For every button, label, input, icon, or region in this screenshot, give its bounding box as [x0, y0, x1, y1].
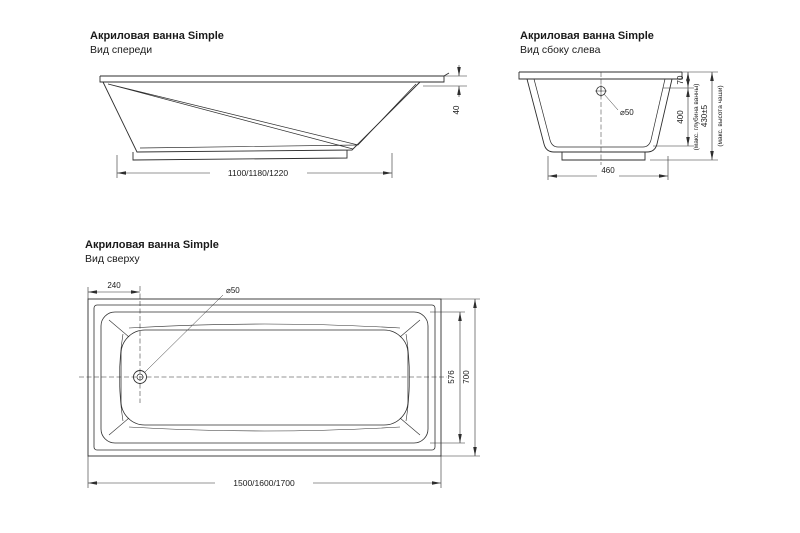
front-view-product-name: Simple — [187, 30, 224, 42]
top-bowl-floor — [120, 329, 409, 426]
side-view-product-name: Simple — [617, 30, 654, 42]
top-bathtub-outline — [87, 298, 442, 457]
side-dimension-lines — [547, 71, 718, 180]
front-inner-bowl — [107, 83, 417, 150]
top-outer-edge — [87, 298, 442, 457]
side-view-title-text: Акриловая ванна — [520, 30, 615, 42]
top-length-dim-label: 1500/1600/1700 — [233, 478, 295, 488]
front-view-title-text: Акриловая ванна — [90, 30, 185, 42]
side-depth-dim-label: 400 — [676, 110, 685, 124]
side-base — [561, 152, 646, 161]
top-bowl-edge — [100, 311, 429, 444]
top-rim-inner-edge — [93, 304, 436, 451]
front-outer-shell — [102, 81, 421, 153]
front-rim — [99, 72, 450, 83]
top-drain-offset-dim-label: 240 — [107, 281, 121, 290]
side-bathtub-outline — [518, 71, 683, 161]
front-length-dim-label: 1100/1180/1220 — [228, 168, 288, 178]
top-view-subtitle: Вид сверху — [85, 253, 140, 265]
side-drain-leader — [603, 93, 619, 111]
side-outer-shell — [526, 78, 673, 153]
side-drain — [595, 72, 619, 165]
front-view-subtitle: Вид спереди — [90, 44, 153, 56]
top-drain-dim-label: ⌀50 — [226, 286, 240, 295]
top-view-product-name: Simple — [182, 239, 219, 251]
top-drain-leader — [144, 294, 224, 373]
top-view-title-text: Акриловая ванна — [85, 239, 180, 251]
side-view-subtitle: Вид сбоку слева — [520, 44, 601, 56]
top-view-drawing: 240 ⌀50 576 700 1500/1600/1700 — [79, 281, 480, 488]
top-drain — [79, 286, 447, 403]
side-view-drawing: ⌀50 460 70 400 (макс. глубина ванны) 430… — [518, 71, 724, 180]
top-inner-width-dim-label: 576 — [447, 370, 456, 384]
top-dimension-lines — [87, 287, 480, 488]
front-dimension-lines — [116, 65, 467, 178]
front-base — [132, 150, 348, 161]
front-bathtub-outline — [99, 72, 450, 161]
side-rim — [518, 71, 683, 80]
side-inner-bowl — [533, 78, 666, 148]
side-height-dim-label: 430±5 — [700, 104, 709, 127]
front-view-drawing: 1100/1180/1220 40 — [99, 65, 467, 178]
side-depth-note-label: (макс. глубина ванны) — [692, 84, 700, 151]
front-rim-height-dim-label: 40 — [452, 105, 461, 114]
side-drain-dim-label: ⌀50 — [620, 108, 634, 117]
top-outer-width-dim-label: 700 — [462, 370, 471, 384]
side-rim-drop-dim-label: 70 — [676, 75, 685, 84]
side-height-note-label: (макс. высота чаши) — [717, 85, 724, 146]
side-base-width-dim-label: 460 — [601, 166, 615, 175]
top-bowl-wall-lines — [108, 319, 421, 436]
